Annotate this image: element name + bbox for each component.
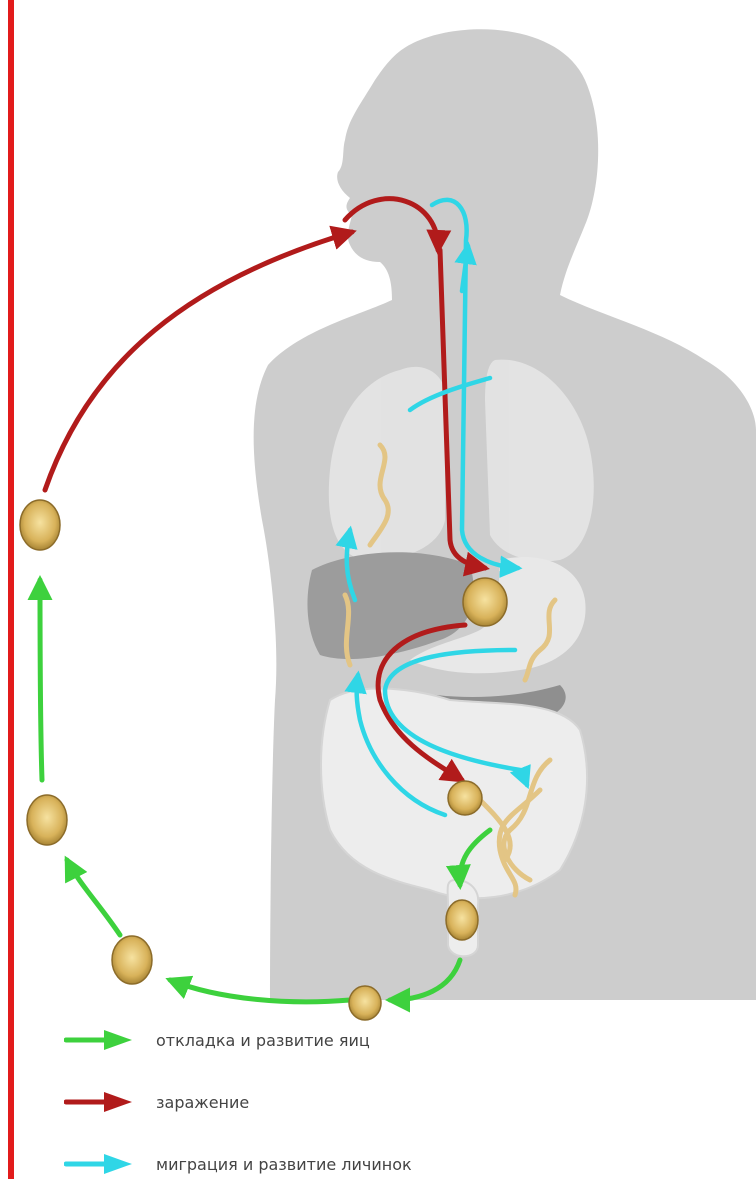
cyan-arrow-icon xyxy=(64,1152,134,1176)
egg-4 xyxy=(349,986,381,1020)
legend-item-egg-development: откладка и развитие яиц xyxy=(64,1020,370,1060)
egg-1 xyxy=(20,500,60,550)
egg-6 xyxy=(463,578,507,626)
egg-3 xyxy=(112,936,152,984)
legend-item-larva-migration: миграция и развитие личинок xyxy=(64,1144,412,1184)
legend-label-larva-migration: миграция и развитие личинок xyxy=(156,1155,412,1174)
egg-7 xyxy=(448,781,482,815)
red-arrow-icon xyxy=(64,1090,134,1114)
egg-5 xyxy=(446,900,478,940)
egg-2 xyxy=(27,795,67,845)
green-arrow-icon xyxy=(64,1028,134,1052)
legend-item-infection: заражение xyxy=(64,1082,249,1122)
legend-label-infection: заражение xyxy=(156,1093,249,1112)
legend-label-egg-development: откладка и развитие яиц xyxy=(156,1031,370,1050)
